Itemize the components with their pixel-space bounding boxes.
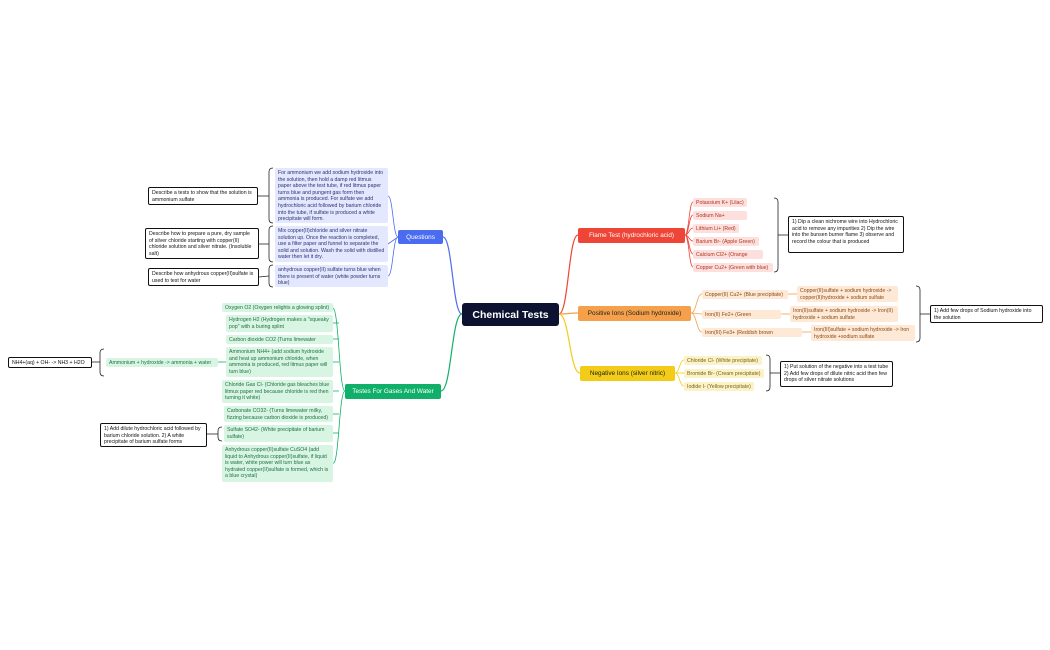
brace-sulfate-note — [217, 426, 223, 442]
positive-ion-iron-iii[interactable]: Iron(III) Fe3+ (Reddish brown precipitat… — [702, 328, 802, 337]
question-note-water-test[interactable]: Describe how anhydrous copper(II)sulfate… — [148, 268, 259, 286]
question-note-silver-chloride[interactable]: Describe how to prepare a pure, dry samp… — [145, 228, 259, 259]
branch-negative-ions[interactable]: Negative Ions (silver nitric) — [580, 366, 675, 381]
positive-ion-copper-equation[interactable]: Copper(II)sulfate + sodium hydroxide -> … — [797, 286, 898, 302]
link-negative-item-0 — [674, 359, 685, 374]
gas-test-hydrogen[interactable]: Hydrogen H2 (Hydrogen makes a "squeaky p… — [226, 315, 333, 332]
link-gases-top — [332, 307, 346, 392]
question-answer-silver-chloride[interactable]: Mix copper(II)chloride and silver nitrat… — [275, 226, 388, 262]
link-flame-item-0 — [684, 201, 694, 236]
link-flame-item-5 — [684, 234, 694, 268]
link-root-flame — [558, 234, 579, 315]
positive-ion-iron-ii-equation[interactable]: Iron(II)sulfate + sodium hydroxide -> Ir… — [790, 306, 898, 322]
link-root-positive — [558, 312, 579, 315]
flame-item-calcium[interactable]: Calcium Cl2+ (Orange Red) — [693, 250, 763, 259]
link-root-negative — [558, 313, 581, 374]
gas-test-carbonate[interactable]: Carbonate CO32- (Turns limewater milky, … — [224, 406, 333, 422]
link-negative-item-2 — [674, 372, 685, 387]
branch-questions[interactable]: Questions — [398, 230, 443, 244]
flame-item-copper[interactable]: Copper Cu2+ (Green with blue) — [693, 263, 773, 272]
link-questions-item-2 — [387, 236, 399, 277]
link-questions-item-0 — [387, 195, 399, 238]
brace-positive-note — [915, 285, 921, 343]
flame-test-method-note[interactable]: 1) Dip a clean nichrome wire into Hydroc… — [788, 216, 904, 253]
gas-test-sulfate[interactable]: Sulfate SO42- (White precipitate of bari… — [224, 425, 333, 442]
positive-ion-copper[interactable]: Copper(II) Cu2+ (Blue precipitate) — [702, 290, 788, 299]
question-answer-ammonium-sulfate[interactable]: For ammonium we add sodium hydroxide int… — [275, 168, 388, 223]
link-root-gases — [440, 313, 463, 392]
brace-flame-note — [773, 197, 779, 273]
brace-ammonium-eq — [99, 348, 105, 377]
link-root-questions — [442, 236, 463, 315]
link-positive-item-0 — [690, 293, 703, 314]
flame-item-sodium[interactable]: Sodium Na+ (Yellow) — [693, 211, 747, 220]
negative-ion-chloride[interactable]: Chloride Cl- (White precipitate) — [684, 356, 762, 365]
link-questions-item-1 — [387, 236, 399, 245]
positive-ion-iron-ii[interactable]: Iron(II) Fe2+ (Green precipitate) — [702, 310, 781, 319]
branch-positive-ions[interactable]: Positive Ions (Sodium hydroxide) — [578, 306, 691, 321]
brace-negative-note — [765, 354, 771, 392]
ammonium-ionic-equation-note[interactable]: NH4+(aq) + OH- -> NH3 + H2O — [8, 357, 92, 368]
ammonium-hydroxide-word-equation[interactable]: Ammonium + hydroxide -> ammonia + water — [106, 358, 218, 367]
gas-test-copper-sulfate[interactable]: Anhydrous copper(II)sulfate CuSO4 (add l… — [222, 445, 333, 482]
branch-flame-test[interactable]: Flame Test (hydrochloric acid) — [578, 228, 685, 243]
question-note-ammonium-sulfate[interactable]: Describe a tests to show that the soluti… — [148, 187, 258, 205]
brace-question-0 — [268, 167, 274, 224]
link-positive-item-2 — [690, 312, 703, 333]
gas-test-oxygen[interactable]: Oxygen O2 (Oxygen relights a glowing spl… — [222, 303, 333, 312]
positive-ion-iron-iii-equation[interactable]: Iron(III)sulfate + sodium hydroxide -> I… — [811, 325, 915, 341]
flame-item-potassium[interactable]: Potassium K+ (Lilac) — [693, 198, 747, 207]
root-node-chemical-tests[interactable]: Chemical Tests — [462, 303, 559, 326]
negative-ions-method-note[interactable]: 1) Put solution of the negative into a t… — [780, 361, 893, 387]
branch-gases-and-water[interactable]: Testes For Gases And Water — [345, 384, 441, 399]
brace-question-2 — [268, 264, 274, 288]
flame-item-barium[interactable]: Barium Br- (Apple Green) — [693, 237, 759, 246]
gas-test-ammonium[interactable]: Ammonium NH4+ (add sodium hydroxide and … — [226, 347, 333, 377]
sulfate-test-note[interactable]: 1) Add dilute hydrochloric acid followed… — [100, 423, 207, 447]
link-question-note-2 — [258, 275, 270, 278]
negative-ion-bromide[interactable]: Bromide Br- (Cream precipitate) — [684, 369, 764, 378]
positive-ions-method-note[interactable]: 1) Add few drops of Sodium hydroxide int… — [930, 305, 1043, 323]
question-answer-water-test[interactable]: anhydrous copper(II) sulfate turns blue … — [275, 265, 388, 287]
gas-test-carbon-dioxide[interactable]: Carbon dioxide CO2 (Turns limewater milk… — [226, 335, 333, 344]
flame-item-lithium[interactable]: Lithium Li+ (Red) — [693, 224, 739, 233]
brace-question-1 — [268, 225, 274, 263]
gas-test-chloride[interactable]: Chloride Gas Cl- (Chloride gas bleaches … — [222, 380, 333, 403]
link-gases-bottom — [332, 390, 346, 464]
negative-ion-iodide[interactable]: Iodide I- (Yellow precipitate) — [684, 382, 754, 391]
